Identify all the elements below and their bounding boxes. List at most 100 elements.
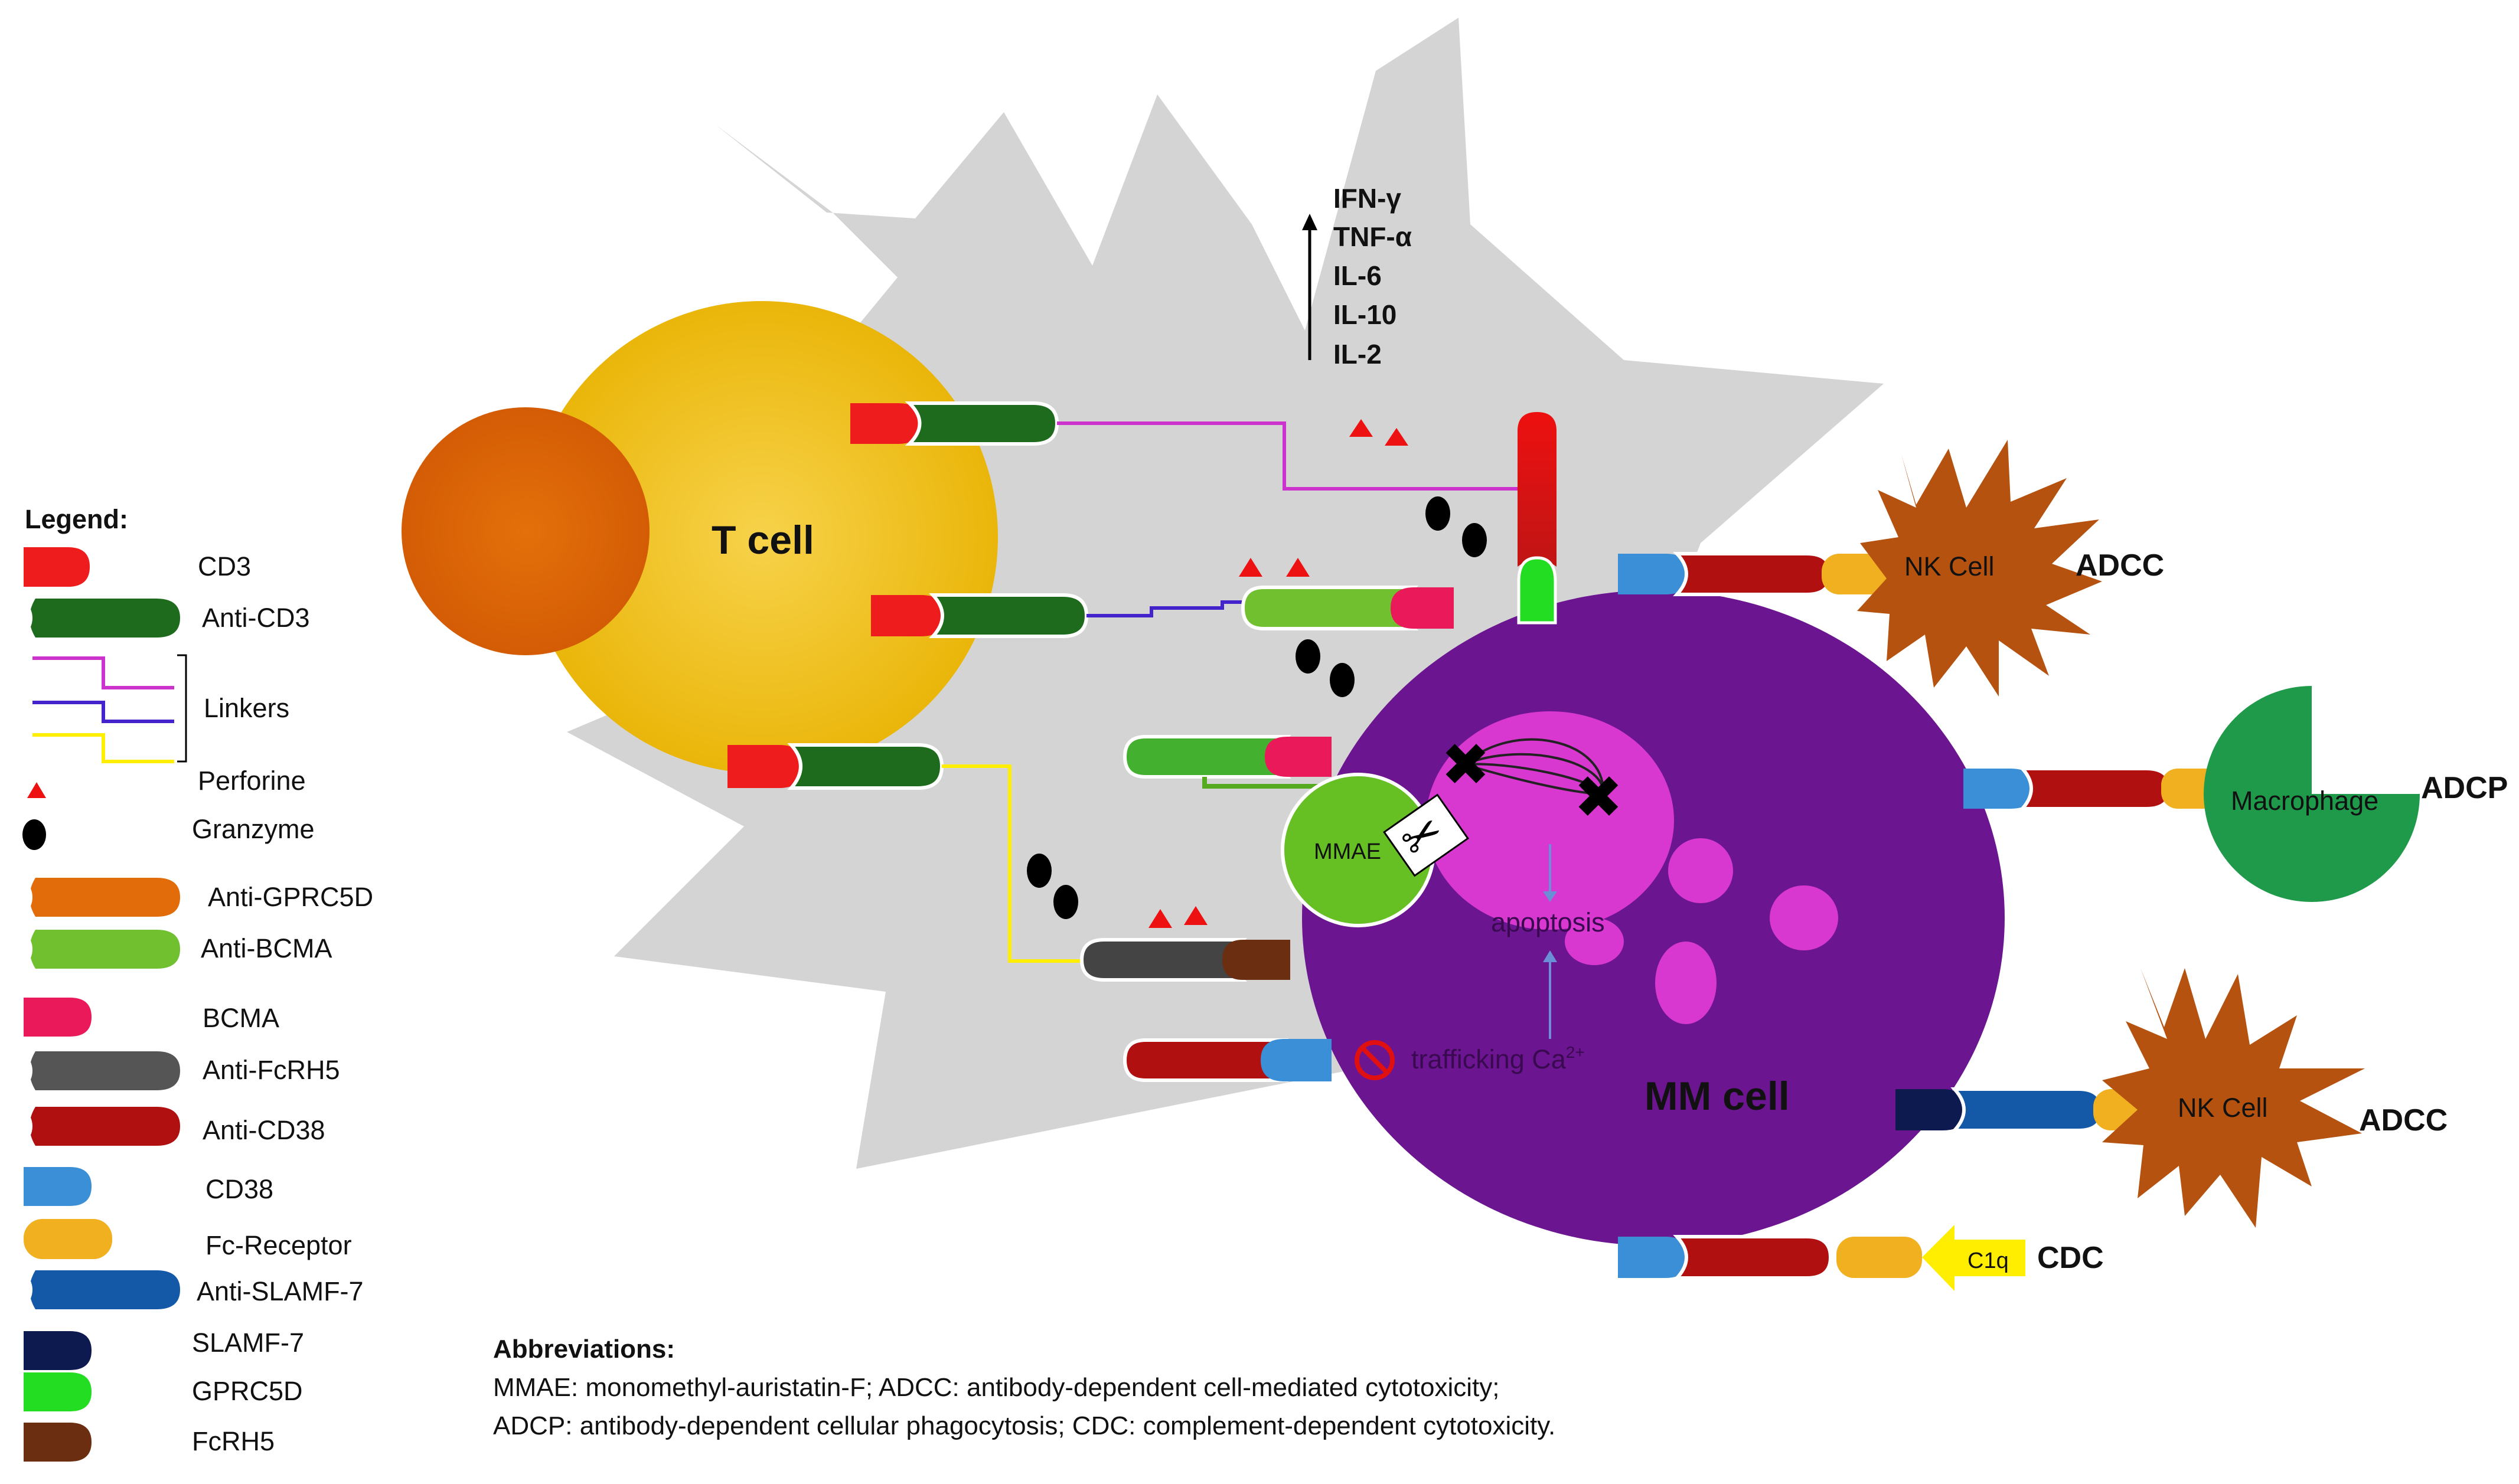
- t-cell-nucleus: [402, 407, 650, 655]
- macrophage-label: Macrophage: [2231, 786, 2378, 816]
- cd38-receptor: [1261, 1039, 1332, 1081]
- legend-label-cd38: CD38: [205, 1174, 273, 1204]
- legend-label-anti-gprc5d: Anti-GPRC5D: [208, 882, 373, 912]
- legend-swatch-cutout: [24, 599, 32, 638]
- abbreviations-line2: ADCP: antibody-dependent cellular phagoc…: [493, 1411, 1555, 1440]
- arrow-head-icon: [1543, 891, 1557, 902]
- cytokine-ifn: IFN-γ: [1333, 183, 1401, 214]
- nk-cell-bottom-label: NK Cell: [2178, 1093, 2268, 1123]
- mm-vesicle: [1770, 885, 1838, 950]
- legend-swatch-granzyme: [22, 819, 46, 850]
- legend-swatch-perforine: [27, 782, 46, 798]
- legend-label-linkers: Linkers: [204, 693, 289, 723]
- granzyme-group: [1027, 496, 1487, 919]
- legend-swatch-cutout: [24, 1270, 32, 1309]
- anti-bcma-arm: [1241, 586, 1418, 630]
- legend-label-anti-fcrh5: Anti-FcRH5: [203, 1055, 340, 1085]
- adc-anti-bcma-arm: [1123, 735, 1291, 779]
- anti-cd38-arm: [2018, 767, 2172, 810]
- x-mark-icon: ✖: [1574, 763, 1623, 832]
- legend-label-bcma: BCMA: [203, 1003, 279, 1033]
- macrophage: [2204, 686, 2420, 902]
- cd3-receptor: [871, 595, 945, 636]
- legend-linker-bracket: [177, 654, 187, 763]
- legend-swatch-cd3: [24, 547, 90, 587]
- legend-swatch-anti-cd38: [30, 1107, 180, 1146]
- no-entry-icon: [1355, 1040, 1395, 1080]
- legend-swatch-cutout: [24, 1107, 32, 1146]
- mm-vesicle: [1668, 838, 1733, 903]
- mmae-label: MMAE: [1314, 839, 1381, 864]
- legend-swatch-cutout: [24, 1051, 32, 1090]
- legend-label-fc-receptor: Fc-Receptor: [205, 1230, 352, 1260]
- legend-linker-magenta: [32, 656, 174, 689]
- cytokine-tnf: TNF-α: [1333, 221, 1412, 252]
- anti-cd3-arm: [929, 593, 1089, 638]
- cytokine-il2: IL-2: [1333, 339, 1382, 370]
- legend-label-granzyme: Granzyme: [192, 814, 315, 844]
- mm-cell: [1302, 590, 2005, 1246]
- legend-swatch-cd38: [24, 1167, 92, 1206]
- bcma-receptor: [1391, 587, 1454, 629]
- cytokine-il10: IL-10: [1333, 299, 1396, 330]
- nk-cell-bottom: [2102, 968, 2365, 1228]
- legend-swatch-fcrh5: [24, 1423, 92, 1462]
- legend-swatch-fc-receptor: [24, 1219, 112, 1259]
- legend-label-fcrh5: FcRH5: [192, 1426, 275, 1456]
- legend-label-perforine: Perforine: [198, 766, 306, 796]
- fcrh5-receptor: [1222, 940, 1290, 980]
- abbreviations-title: Abbreviations:: [493, 1335, 675, 1364]
- mm-vesicle: [1565, 918, 1624, 965]
- c1q-arrow: [1922, 1225, 2025, 1291]
- x-mark-icon: ✖: [1441, 730, 1490, 799]
- apoptosis-label: apoptosis: [1491, 907, 1605, 937]
- cd3-receptor: [850, 403, 924, 444]
- linker-magenta: [1057, 421, 1518, 491]
- legend-label-anti-cd3: Anti-CD3: [202, 603, 310, 633]
- legend-label-anti-slamf7: Anti-SLAMF-7: [197, 1276, 364, 1306]
- anti-cd38-arm: [1673, 552, 1833, 596]
- anti-cd38-naked-arm: [1123, 1038, 1289, 1082]
- nk-cell-top-label: NK Cell: [1904, 551, 1995, 581]
- legend-swatch-anti-slamf7: [30, 1270, 180, 1309]
- cd3-receptor: [727, 745, 803, 788]
- dna-strands: [1463, 738, 1605, 795]
- legend-swatch-gprc5d: [24, 1372, 92, 1411]
- cytokine-il6: IL-6: [1333, 260, 1382, 291]
- slamf7-receptor: [1895, 1089, 1966, 1130]
- anti-cd3-arm: [905, 401, 1059, 446]
- anti-gprc5d-arm: [1518, 412, 1557, 567]
- legend-label-anti-cd38: Anti-CD38: [203, 1115, 325, 1145]
- mm-vesicle: [1655, 942, 1717, 1024]
- nk-cell-top: [1857, 440, 2102, 697]
- anti-cd3-arm: [787, 743, 944, 790]
- gprc5d-receptor: [1517, 556, 1557, 625]
- anti-cd38-arm: [1673, 1235, 1833, 1280]
- adc-bcma-receptor: [1265, 737, 1332, 777]
- mm-nucleus: [1426, 711, 1674, 930]
- legend-swatch-slamf7: [24, 1331, 92, 1370]
- cd38-receptor: [1618, 1237, 1689, 1278]
- legend-swatch-anti-bcma: [30, 930, 180, 969]
- legend-swatch-cutout: [24, 930, 32, 969]
- c1q-label: C1q: [1967, 1248, 2009, 1273]
- adcc-bottom-label: ADCC: [2359, 1103, 2448, 1137]
- arrow-head-icon: [1302, 214, 1317, 230]
- abbreviations-line1: MMAE: monomethyl-auristatin-F; ADCC: ant…: [493, 1373, 1499, 1402]
- legend-swatch-cutout: [24, 878, 32, 917]
- t-cell-label: T cell: [712, 518, 814, 563]
- cd38-receptor: [1618, 554, 1690, 594]
- legend-swatch-anti-gprc5d: [30, 878, 180, 917]
- cdc-label: CDC: [2037, 1241, 2104, 1275]
- legend-swatch-anti-cd3: [30, 599, 180, 638]
- cd38-receptor: [1963, 769, 2034, 809]
- fc-receptor: [1836, 1237, 1922, 1278]
- legend-label-gprc5d: GPRC5D: [192, 1376, 303, 1406]
- legend-linker-blue: [32, 701, 174, 723]
- legend-linker-yellow: [32, 733, 174, 763]
- legend-label-slamf7: SLAMF-7: [192, 1328, 304, 1358]
- perforine-group: [1148, 419, 1408, 928]
- linker-blue: [1086, 600, 1246, 617]
- synapse-burst: [567, 18, 1884, 1169]
